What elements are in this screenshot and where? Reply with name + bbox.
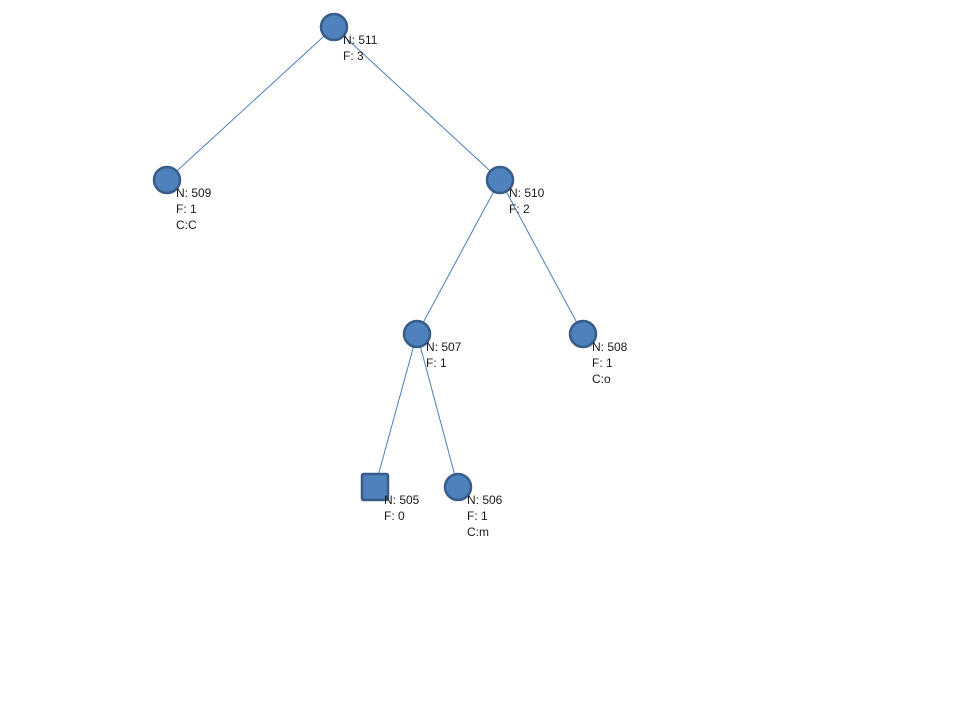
node-circle-n511 <box>319 12 349 42</box>
node-label-n506-line-0: N: 506 <box>467 493 503 507</box>
node-n509: N: 509 F: 1 C:C <box>152 165 212 232</box>
edge-n507-n505 <box>374 333 418 488</box>
node-circle-n508 <box>568 319 598 349</box>
node-circle-n510 <box>485 165 515 195</box>
edge-n511-n510 <box>333 26 501 181</box>
node-label-n505-line-0: N: 505 <box>384 493 420 507</box>
node-circle-n506 <box>443 472 473 502</box>
node-label-n508-line-2: C:o <box>592 372 611 386</box>
edges-layer <box>166 26 584 488</box>
node-n510: N: 510 F: 2 <box>485 165 545 216</box>
node-label-n508-line-1: F: 1 <box>592 356 613 370</box>
node-label-n509-line-1: F: 1 <box>176 202 197 216</box>
node-label-n507-line-1: F: 1 <box>426 356 447 370</box>
node-label-n511-line-0: N: 511 <box>343 33 378 47</box>
edge-n507-n506 <box>416 333 459 488</box>
node-n508: N: 508 F: 1 C:o <box>568 319 628 386</box>
node-label-n510-line-1: F: 2 <box>509 202 530 216</box>
node-circle-n507 <box>402 319 432 349</box>
edge-n510-n508 <box>499 179 584 335</box>
node-n507: N: 507 F: 1 <box>402 319 462 370</box>
node-label-n511-line-1: F: 3 <box>343 49 364 63</box>
node-label-n506-line-2: C:m <box>467 525 489 539</box>
node-square-n505 <box>360 472 390 502</box>
node-label-n510-line-0: N: 510 <box>509 186 545 200</box>
node-label-n509-line-0: N: 509 <box>176 186 212 200</box>
node-n511: N: 511 F: 3 <box>319 12 378 63</box>
node-n506: N: 506 F: 1 C:m <box>443 472 503 539</box>
node-circle-n509 <box>152 165 182 195</box>
node-label-n505-line-1: F: 0 <box>384 509 405 523</box>
edge-n511-n509 <box>166 26 335 181</box>
node-label-n508-line-0: N: 508 <box>592 340 628 354</box>
node-label-n506-line-1: F: 1 <box>467 509 488 523</box>
node-n505: N: 505 F: 0 <box>360 472 420 523</box>
node-label-n509-line-2: C:C <box>176 218 197 232</box>
node-label-n507-line-0: N: 507 <box>426 340 462 354</box>
edge-n510-n507 <box>416 179 501 335</box>
